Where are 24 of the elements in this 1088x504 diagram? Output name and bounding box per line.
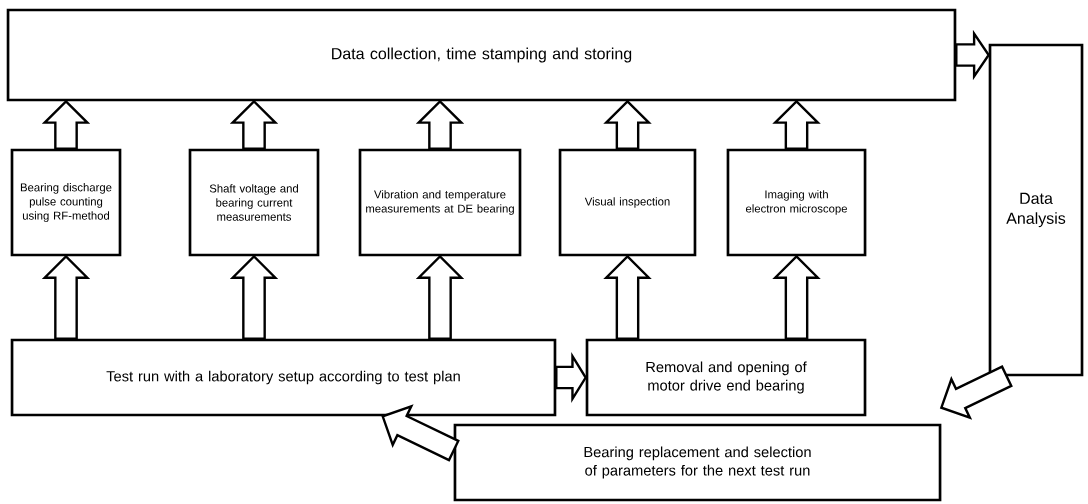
- block-arrow: [772, 99, 821, 150]
- block-arrow: [229, 254, 279, 340]
- process-box: Vibration and temperature measurements at DE bearing: [358, 148, 522, 257]
- block-arrow: [381, 404, 460, 462]
- process-box: Imaging with electron microscope: [726, 148, 867, 257]
- process-box: Bearing discharge pulse counting using RF-method: [10, 148, 122, 257]
- block-arrow: [229, 99, 279, 150]
- process-box: Test run with a laboratory setup according to test plan: [10, 338, 557, 417]
- block-arrow: [41, 99, 91, 150]
- process-box: Data Analysis: [988, 43, 1084, 377]
- process-box: Visual inspection: [558, 148, 697, 257]
- block-arrow: [41, 254, 91, 340]
- block-arrow: [415, 254, 465, 340]
- block-arrow: [415, 99, 465, 150]
- process-box: Data collection, time stamping and storing: [6, 8, 957, 102]
- block-arrow: [772, 254, 821, 340]
- block-arrow: [939, 365, 1013, 420]
- block-arrow: [955, 29, 991, 81]
- process-box: Bearing replacement and selection of parameters for the next test run: [453, 423, 942, 502]
- process-box: Shaft voltage and bearing current measurements: [188, 148, 320, 257]
- block-arrow: [603, 99, 652, 150]
- process-box: Removal and opening of motor drive end bearing: [585, 338, 867, 417]
- block-arrow: [603, 254, 652, 340]
- block-arrow: [555, 351, 588, 404]
